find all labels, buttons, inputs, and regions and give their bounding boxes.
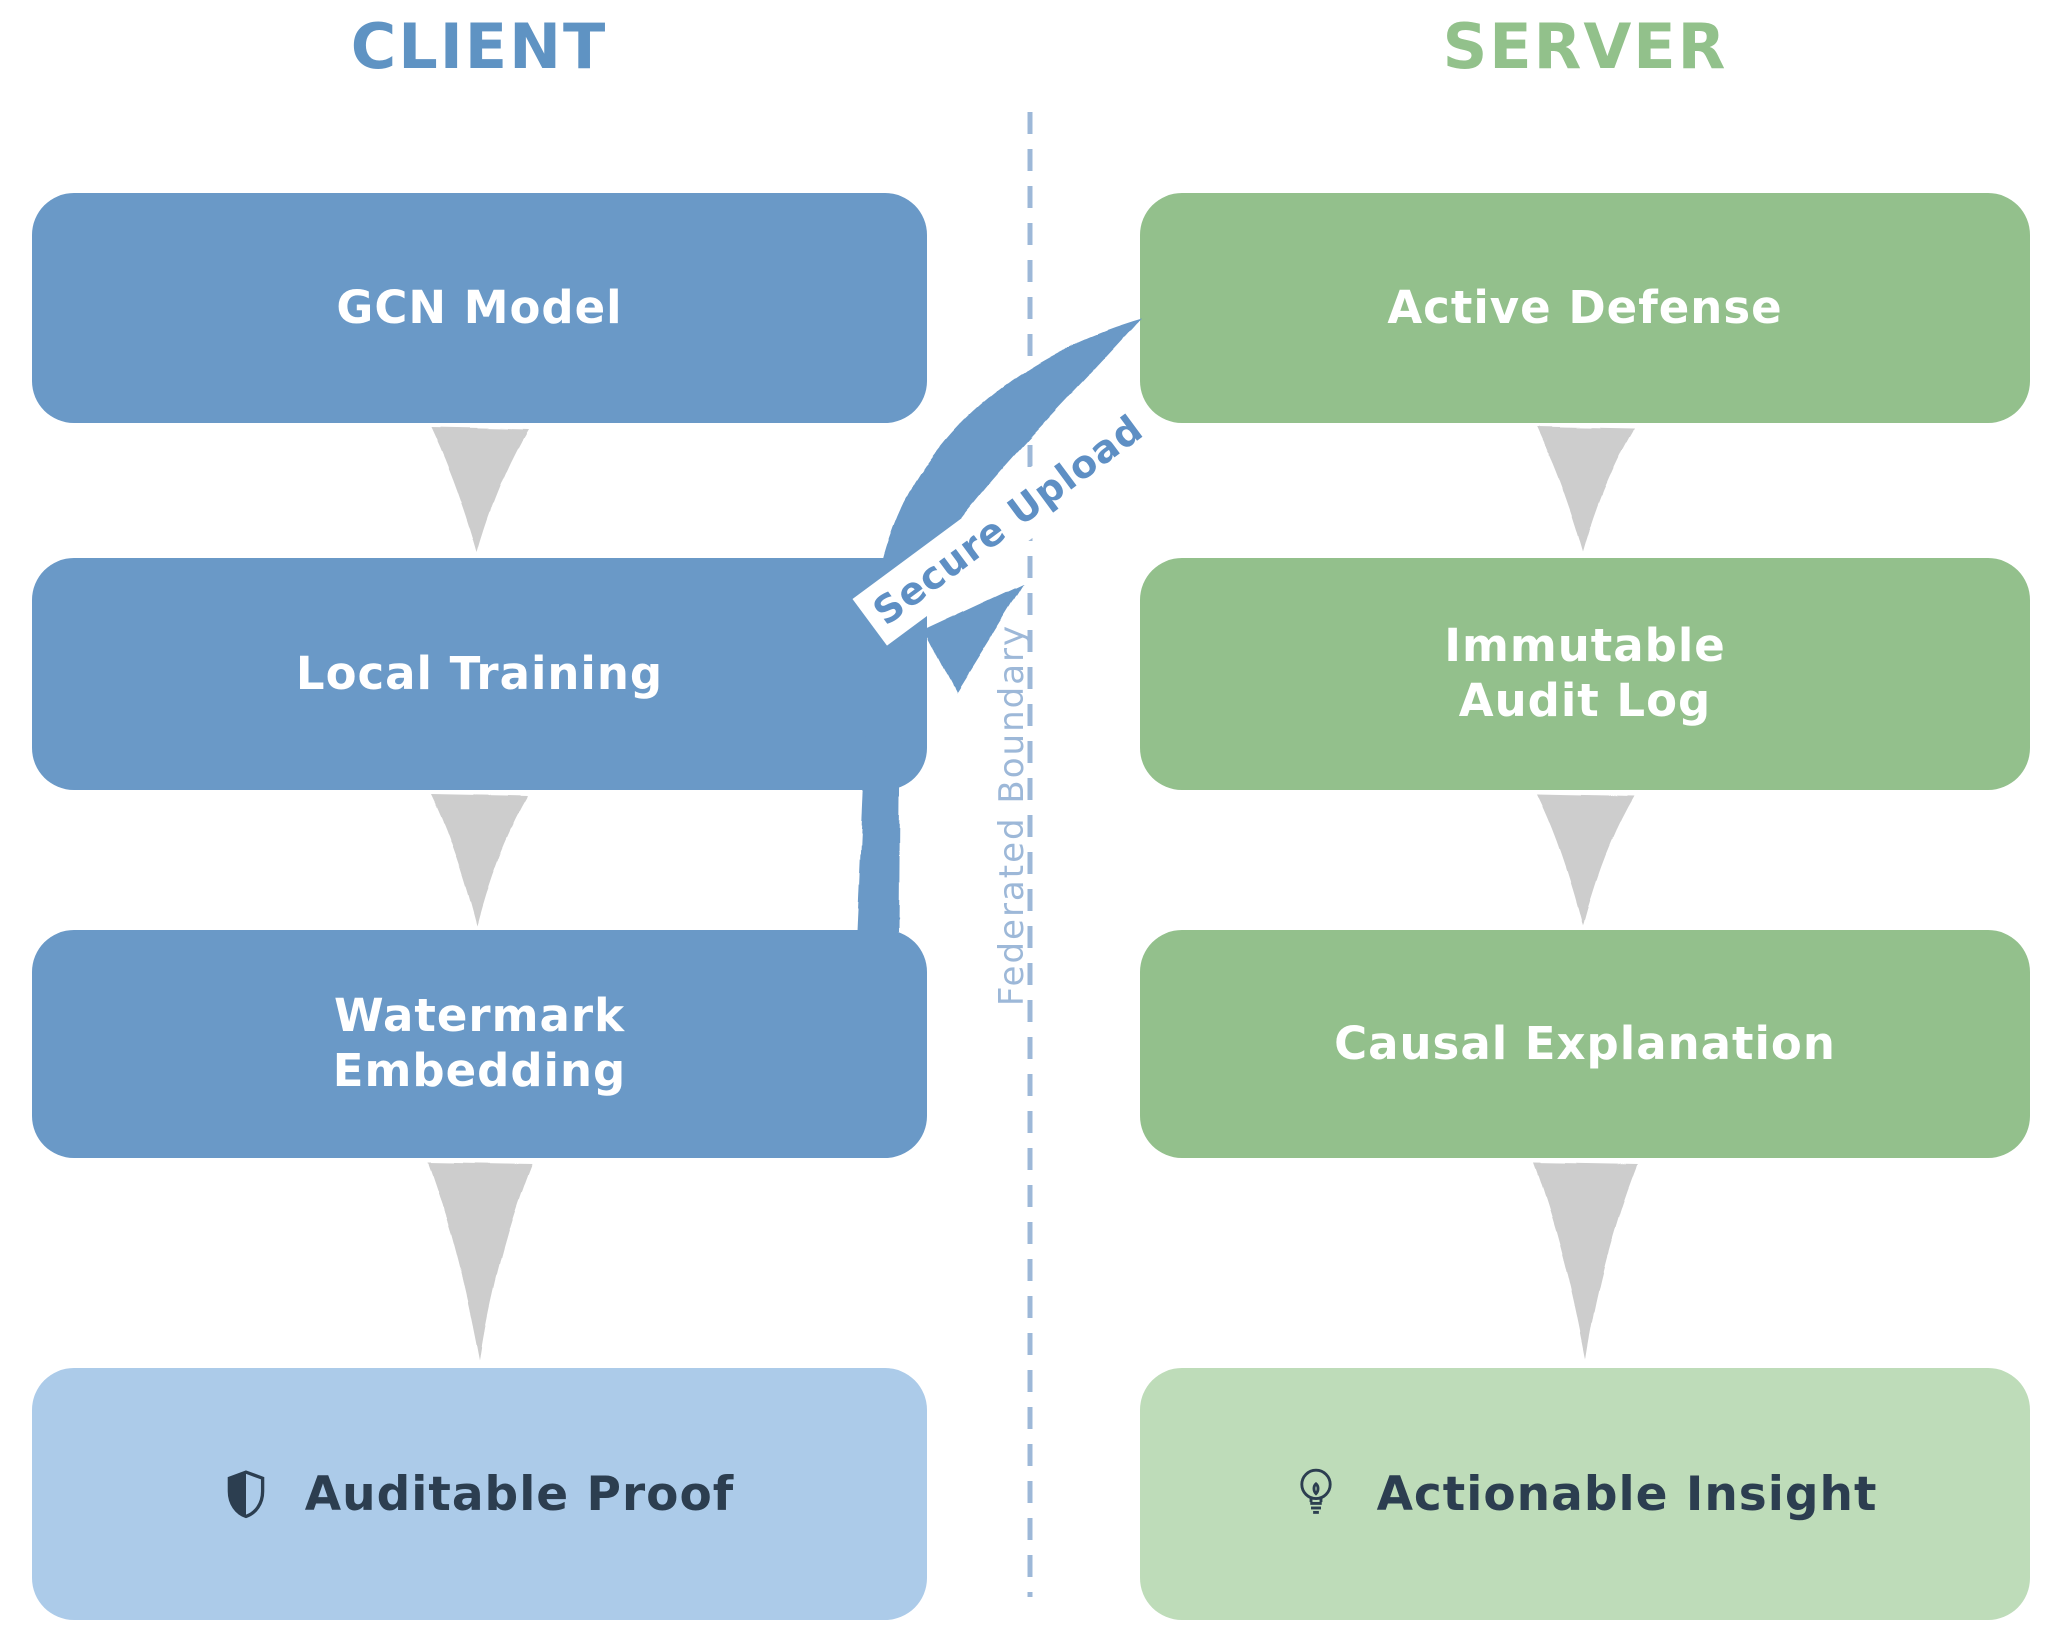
server-column-header: SERVER bbox=[1442, 10, 1728, 83]
client-column-header: CLIENT bbox=[350, 10, 608, 83]
secure-upload-arrow bbox=[857, 318, 1142, 933]
down-arrow-training-to-watermark bbox=[431, 794, 528, 926]
box-gcn-model: GCN Model bbox=[32, 193, 927, 423]
box-local-training-label: Local Training bbox=[295, 646, 664, 700]
box-causal-explanation-label: Causal Explanation bbox=[1334, 1016, 1836, 1070]
actionable-insight-content: Actionable Insight bbox=[1293, 1462, 1878, 1526]
flow-connector-arrows bbox=[428, 427, 1638, 1360]
box-immutable-audit-log-label: Immutable Audit Log bbox=[1444, 619, 1726, 727]
secure-upload-arrowhead-down bbox=[924, 584, 1023, 692]
auditable-proof-content: Auditable Proof bbox=[225, 1463, 734, 1525]
down-arrow-gcn-to-training bbox=[431, 427, 528, 552]
box-actionable-insight: Actionable Insight bbox=[1140, 1368, 2030, 1620]
box-causal-explanation: Causal Explanation bbox=[1140, 930, 2030, 1158]
box-active-defense-label: Active Defense bbox=[1387, 280, 1783, 334]
box-watermark-embedding: Watermark Embedding bbox=[32, 930, 927, 1158]
box-immutable-audit-log: Immutable Audit Log bbox=[1140, 558, 2030, 790]
down-arrow-causal-to-insight bbox=[1534, 1162, 1638, 1360]
box-watermark-embedding-label: Watermark Embedding bbox=[332, 989, 627, 1097]
down-arrow-defense-to-audit bbox=[1537, 427, 1634, 552]
box-local-training: Local Training bbox=[32, 558, 927, 790]
down-arrow-watermark-to-proof bbox=[428, 1162, 532, 1360]
shield-half-icon bbox=[227, 1470, 265, 1519]
box-gcn-model-label: GCN Model bbox=[336, 280, 623, 334]
actionable-insight-label: Actionable Insight bbox=[1376, 1466, 1878, 1522]
secure-upload-arrow-body bbox=[857, 318, 1142, 933]
box-active-defense: Active Defense bbox=[1140, 193, 2030, 423]
auditable-proof-label: Auditable Proof bbox=[304, 1466, 735, 1522]
down-arrow-audit-to-causal bbox=[1537, 794, 1634, 926]
lightbulb-icon bbox=[1299, 1468, 1332, 1514]
box-auditable-proof: Auditable Proof bbox=[32, 1368, 927, 1620]
